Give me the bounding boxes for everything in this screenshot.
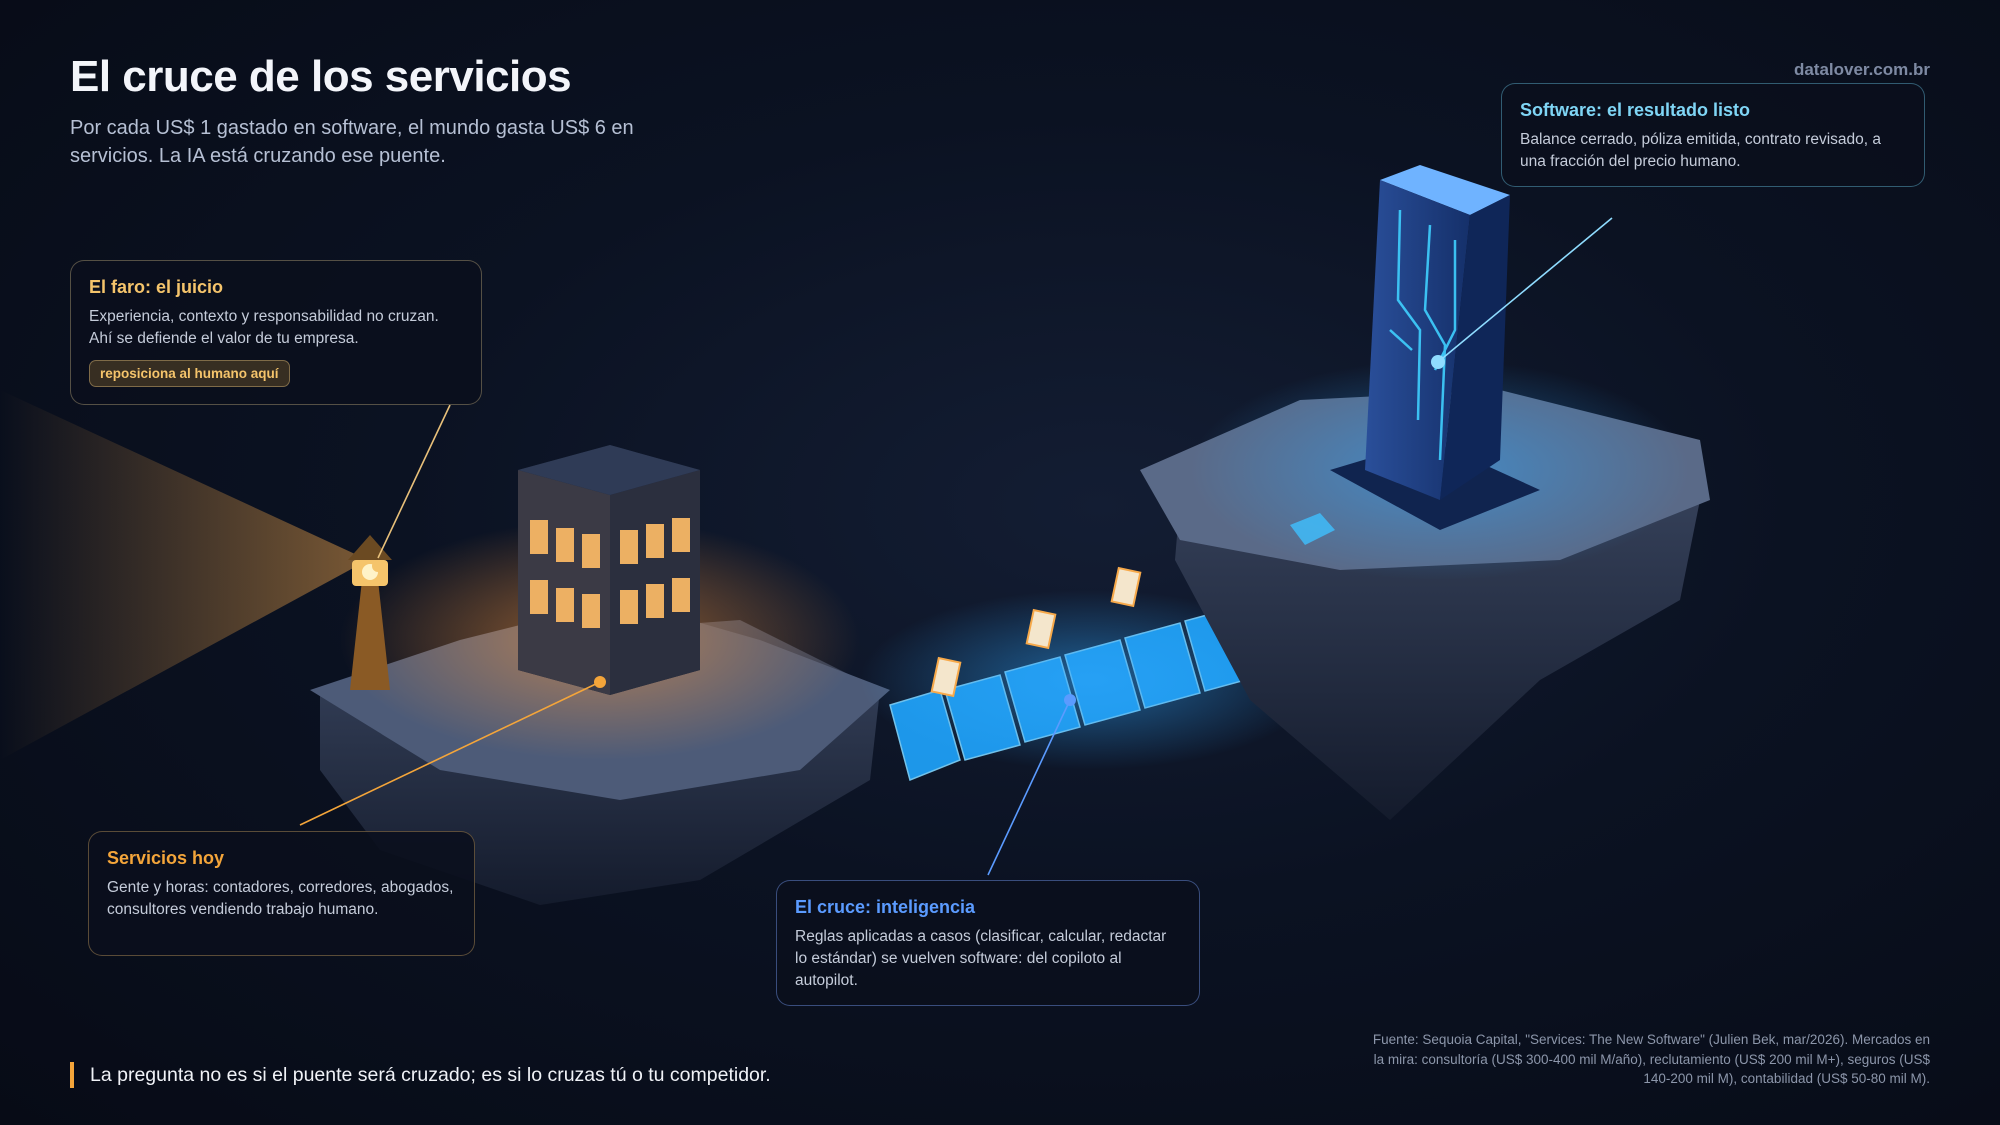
callout-servicios-body: Gente y horas: contadores, corredores, a… <box>107 879 454 918</box>
page-title: El cruce de los servicios <box>70 52 572 101</box>
software-tower-icon <box>1290 165 1540 545</box>
source-note: Fuente: Sequoia Capital, "Services: The … <box>1372 1032 1930 1086</box>
brand-link[interactable]: datalover.com.br <box>1793 60 1930 79</box>
callout-cruce: El cruce: inteligencia Reglas aplicadas … <box>776 880 1200 1006</box>
page-subtitle: Por cada US$ 1 gastado en software, el m… <box>70 117 634 167</box>
connector-dots <box>372 355 1445 706</box>
callout-servicios: Servicios hoy Gente y horas: contadores,… <box>88 831 475 956</box>
footer-quote: La pregunta no es si el puente será cruz… <box>70 1062 771 1088</box>
callout-faro-tag: reposiciona al humano aquí <box>89 360 290 387</box>
callout-software-body: Balance cerrado, póliza emitida, contrat… <box>1520 131 1882 170</box>
callout-cruce-title: El cruce: inteligencia <box>795 897 976 917</box>
office-building-icon <box>518 445 700 695</box>
callout-cruce-body: Reglas aplicadas a casos (clasificar, ca… <box>795 928 1167 989</box>
callout-software: Software: el resultado listo Balance cer… <box>1501 83 1925 187</box>
connector-lines <box>299 217 1613 876</box>
callout-servicios-title: Servicios hoy <box>107 848 225 868</box>
callout-faro: El faro: el juicio Experiencia, contexto… <box>70 260 482 405</box>
callout-faro-body: Experiencia, contexto y responsabilidad … <box>89 308 439 347</box>
callout-software-title: Software: el resultado listo <box>1520 100 1751 120</box>
callout-faro-title: El faro: el juicio <box>89 277 224 297</box>
lighthouse-beam <box>0 390 368 760</box>
